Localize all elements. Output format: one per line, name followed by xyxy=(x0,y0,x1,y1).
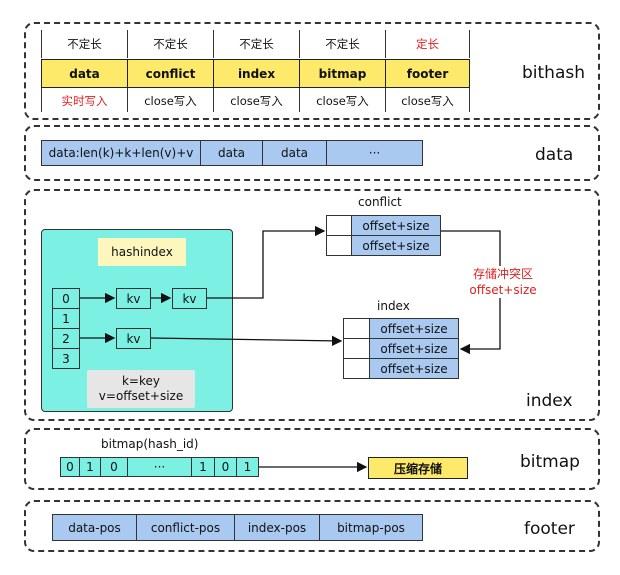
hashindex-title: hashindex xyxy=(98,238,186,266)
bithash-note-footer: 定长 xyxy=(416,37,439,51)
bithash-note-data: 不定长 xyxy=(67,37,102,51)
footer-section xyxy=(24,500,600,552)
index-section xyxy=(24,189,600,421)
arrow-kv-to-conflict xyxy=(207,225,326,299)
bithash-segment-bitmap: bitmap xyxy=(299,59,386,88)
footer-data-pos: data-pos xyxy=(52,514,137,541)
bit-cell: 0 xyxy=(60,457,80,477)
hash-slot: 3 xyxy=(52,348,80,369)
bitmap-label: bitmap xyxy=(520,452,580,472)
arrow-kv-to-index xyxy=(150,335,343,347)
footer-label: footer xyxy=(524,519,575,539)
kv-node: kv xyxy=(116,288,151,309)
data-label: data xyxy=(535,145,574,165)
kv-node: kv xyxy=(116,328,151,349)
bit-cell: 1 xyxy=(236,457,259,477)
legend-key-line: k=key xyxy=(121,374,160,388)
conflict-title: conflict xyxy=(358,195,402,209)
data-record-format: data:len(k)+k+len(v)+v xyxy=(41,140,201,166)
bit-cell: 1 xyxy=(79,457,101,477)
conflict-storage-note-overlay-line2: offset+size xyxy=(469,283,537,297)
bithash-write-data: 实时写入 xyxy=(61,94,108,108)
compressed-storage-box: 压缩存储 xyxy=(368,457,468,479)
index-table-title: index xyxy=(377,299,410,313)
data-record: data xyxy=(200,140,263,166)
index-row: offset+size xyxy=(369,318,459,339)
bithash-section xyxy=(24,22,600,120)
conflict-storage-note-overlay: 存储冲突区 offset+size xyxy=(462,266,544,298)
bithash-note-bitmap: 不定长 xyxy=(325,37,360,51)
footer-index-pos: index-pos xyxy=(234,514,320,541)
conflict-row: offset+size xyxy=(351,235,441,256)
bithash-write-footer: close写入 xyxy=(401,94,454,108)
bithash-label: bithash xyxy=(522,63,586,83)
conflict-row: offset+size xyxy=(351,215,441,236)
bithash-note-conflict: 不定长 xyxy=(153,37,188,51)
footer-bitmap-pos: bitmap-pos xyxy=(319,514,423,541)
bithash-segment-index: index xyxy=(213,59,300,88)
kv-node: kv xyxy=(172,288,207,309)
bitmap-section xyxy=(24,428,600,490)
bithash-segment-footer: footer xyxy=(385,59,470,88)
bithash-segment-conflict: conflict xyxy=(127,59,214,88)
bitmap-title: bitmap(hash_id) xyxy=(101,437,199,451)
data-ellipsis: ··· xyxy=(326,140,423,166)
bithash-write-index: close写入 xyxy=(230,94,283,108)
conflict-storage-note-overlay-line1: 存储冲突区 xyxy=(472,267,533,281)
bithash-write-conflict: close写入 xyxy=(144,94,197,108)
bithash-note-index: 不定长 xyxy=(239,37,274,51)
bithash-segment-data: data xyxy=(41,59,128,88)
index-label: index xyxy=(526,391,573,411)
footer-conflict-pos: conflict-pos xyxy=(136,514,235,541)
bithash-write-bitmap: close写入 xyxy=(316,94,369,108)
index-row: offset+size xyxy=(369,358,459,379)
kv-legend: k=key v=offset+size xyxy=(87,370,195,408)
data-section xyxy=(24,125,600,181)
legend-value-line: v=offset+size xyxy=(98,389,184,403)
